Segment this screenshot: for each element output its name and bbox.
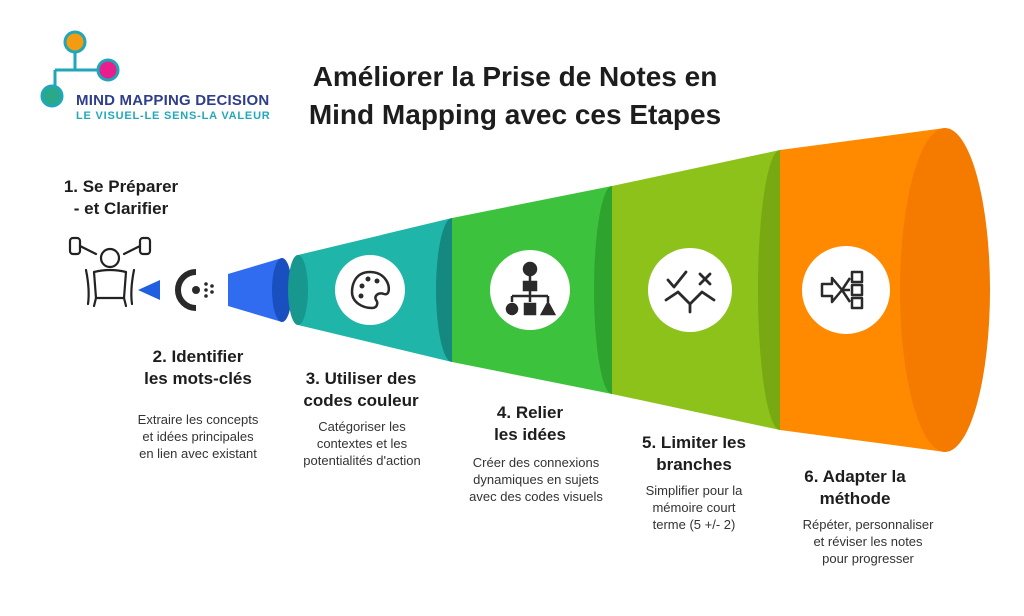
step-5-description-line-2: mémoire court (652, 500, 736, 515)
step-5-description-line-3: terme (5 +/- 2) (652, 517, 736, 532)
step-4-description: Créer des connexions dynamiques en sujet… (456, 454, 616, 505)
page-title: Améliorer la Prise de Notes en Mind Mapp… (255, 58, 775, 134)
step-2-description-line-1: Extraire les concepts (137, 412, 259, 427)
step-4-title: 4. Relier les idées (470, 402, 590, 446)
step-2-description-line-2: et idées principales (142, 429, 254, 444)
step-2-title: 2. Identifier les mots-clés (126, 346, 270, 390)
step-4-description-line-1: Créer des connexions (472, 455, 600, 470)
page-title-line-1: Améliorer la Prise de Notes en (312, 61, 718, 92)
step-4-title-line-2: les idées (494, 425, 566, 444)
step-4-description-line-3: avec des codes visuels (469, 489, 603, 504)
step-6-description-line-3: pour progresser (822, 551, 914, 566)
step-4-title-line-1: 4. Relier (496, 403, 564, 422)
filter-c-icon (175, 269, 214, 311)
step-1-title: 1. Se Préparer - et Clarifier (46, 176, 196, 220)
step-3-title-line-1: 3. Utiliser des (305, 369, 417, 388)
palette-icon (350, 270, 390, 310)
idea-hierarchy-icon (505, 261, 557, 316)
step-6-title: 6. Adapter la méthode (790, 466, 920, 510)
step-5-title-line-1: 5. Limiter les (642, 433, 746, 452)
step-3-description-line-2: contextes et les (316, 436, 408, 451)
person-stretching-icon (68, 236, 152, 308)
step-3-description-line-1: Catégoriser les (318, 419, 406, 434)
step-2-description-line-3: en lien avec existant (139, 446, 257, 461)
brand-tagline: LE VISUEL-LE SENS-LA VALEUR (76, 110, 271, 122)
step-5-description: Simplifier pour la mémoire court terme (… (624, 482, 764, 533)
step-6-title-line-2: méthode (819, 489, 891, 508)
step-4-description-line-2: dynamiques en sujets (473, 472, 599, 487)
step-2-title-line-2: les mots-clés (144, 369, 252, 388)
step-2-title-line-1: 2. Identifier (152, 347, 244, 366)
step-5-description-line-1: Simplifier pour la (645, 483, 743, 498)
flow-split-icon (820, 270, 864, 310)
brand-logo-icon (40, 30, 120, 108)
step-3-title-line-2: codes couleur (303, 391, 419, 410)
step-6-title-line-1: 6. Adapter la (804, 467, 906, 486)
step-6-description-line-2: et réviser les notes (813, 534, 923, 549)
step-6-description-line-1: Répéter, personnaliser (802, 517, 934, 532)
step-3-title: 3. Utiliser des codes couleur (284, 368, 438, 412)
step-5-title: 5. Limiter les branches (624, 432, 764, 476)
step-2-description: Extraire les concepts et idées principal… (118, 411, 278, 462)
step-3-description: Catégoriser les contextes et les potenti… (282, 418, 442, 469)
step-3-description-line-3: potentialités d'action (303, 453, 421, 468)
step-1-title-line-2: - et Clarifier (73, 199, 169, 218)
step-5-title-line-2: branches (656, 455, 732, 474)
check-cross-choice-icon (664, 270, 716, 314)
page-title-line-2: Mind Mapping avec ces Etapes (308, 99, 722, 130)
brand-name: MIND MAPPING DECISION (76, 92, 270, 109)
step-6-description: Répéter, personnaliser et réviser les no… (782, 516, 954, 567)
funnel-segment-2 (138, 258, 292, 322)
step-1-title-line-1: 1. Se Préparer (63, 177, 179, 196)
